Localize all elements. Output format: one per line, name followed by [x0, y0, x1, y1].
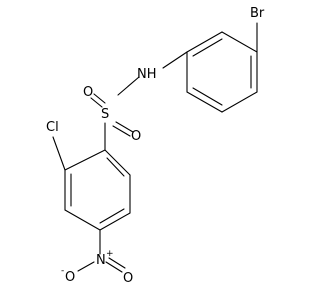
bond-s-o	[112, 125, 131, 137]
bond-n-s	[117, 76, 140, 96]
atom-label-cl: Cl	[46, 120, 59, 135]
atom-label-o-sulfonyl-1: O	[83, 85, 93, 100]
bond-s-o	[90, 97, 103, 108]
bond-s-o	[115, 121, 134, 133]
bond	[64, 209, 101, 231]
bond	[106, 157, 125, 177]
bond	[99, 212, 131, 231]
bond	[64, 149, 106, 171]
atom-label-nh: NH	[137, 67, 157, 82]
bond	[99, 208, 125, 224]
atom-label-o-nitro-2: O	[123, 271, 133, 286]
bond-n-o	[108, 257, 126, 269]
bond-s-o	[93, 93, 106, 104]
bond	[192, 87, 223, 106]
bond	[186, 91, 223, 113]
molecule-structure: Br NH S O O Cl N + O - O	[46, 6, 265, 286]
bond	[192, 38, 223, 57]
atom-label-o-nitro-1: O	[65, 270, 75, 285]
bond-n-o	[105, 261, 123, 273]
bond	[186, 31, 223, 53]
bond	[221, 31, 258, 53]
bond	[221, 91, 258, 113]
bromophenyl-ring	[186, 31, 258, 113]
bond-c-n	[162, 51, 188, 69]
atom-label-o-sulfonyl-2: O	[131, 129, 141, 144]
bond-n-o	[77, 261, 95, 272]
charge-plus: +	[106, 249, 114, 259]
charge-minus: -	[61, 266, 64, 276]
chloronitrophenyl-ring	[64, 149, 131, 231]
atom-label-n-nitro: N	[96, 253, 106, 268]
bond	[104, 149, 131, 176]
bond-c-cl	[52, 136, 66, 171]
atom-label-br: Br	[250, 6, 265, 21]
atom-label-s: S	[101, 107, 109, 122]
structure-canvas: Br NH S O O Cl N + O - O	[46, 6, 265, 286]
